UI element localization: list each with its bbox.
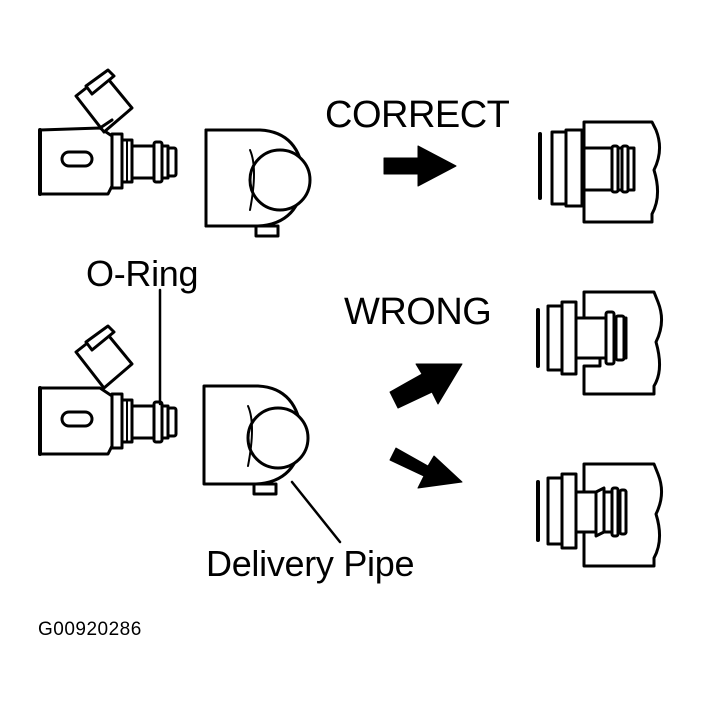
arrow-wrong-up xyxy=(389,363,463,409)
delivery-pipe-leader-line xyxy=(290,480,342,544)
delivery-pipe-top xyxy=(204,128,312,238)
delivery-pipe-bottom xyxy=(202,384,310,496)
figure-code: G00920286 xyxy=(38,619,142,640)
arrow-correct xyxy=(383,145,457,187)
injector-top xyxy=(38,68,178,196)
injector-bottom xyxy=(38,324,178,456)
arrow-wrong-down xyxy=(389,447,463,489)
o-ring-label: O-Ring xyxy=(86,253,199,294)
assembly-wrong-1 xyxy=(536,290,663,396)
wrong-label: WRONG xyxy=(344,291,492,333)
delivery-pipe-label: Delivery Pipe xyxy=(206,543,415,584)
assembly-wrong-2 xyxy=(536,462,663,568)
assembly-correct xyxy=(538,120,661,224)
correct-label: CORRECT xyxy=(325,94,510,136)
